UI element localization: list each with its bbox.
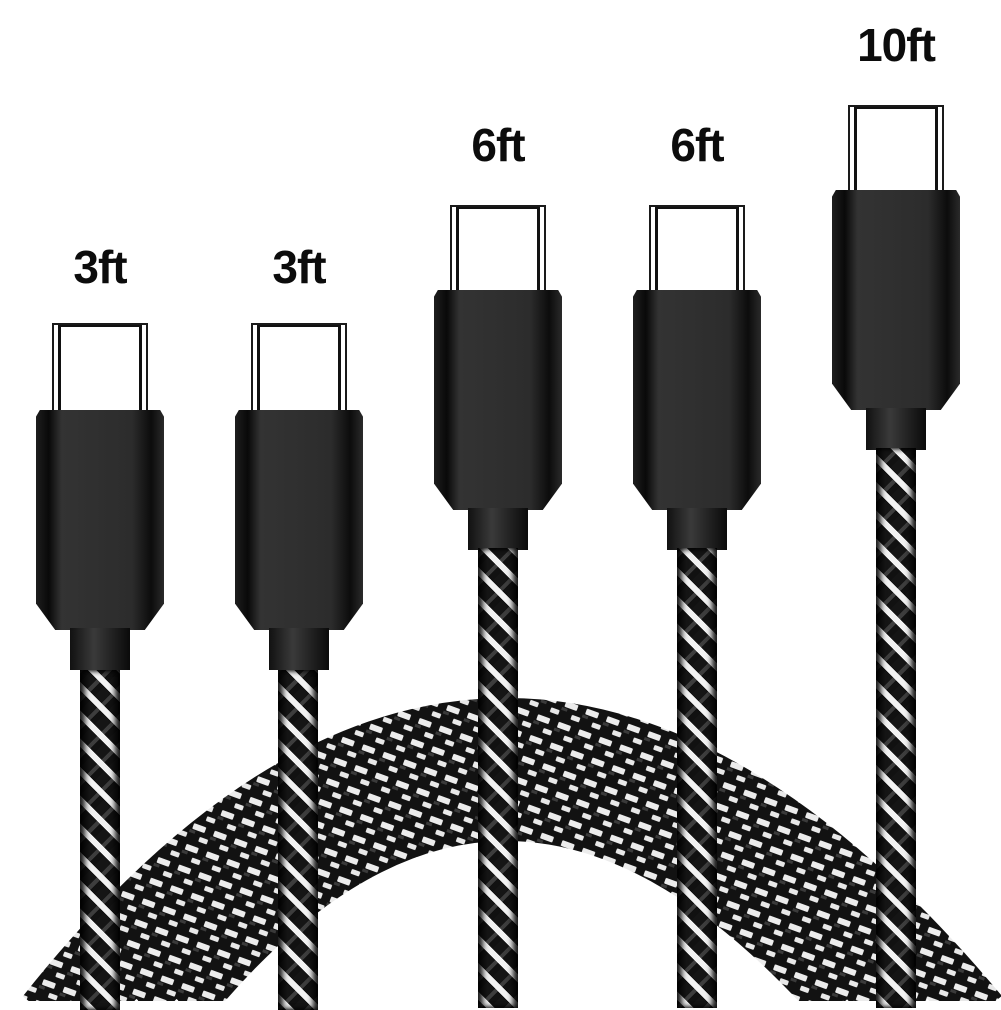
strain-relief bbox=[269, 628, 329, 670]
usb-c-tip bbox=[52, 323, 148, 411]
connector-housing bbox=[832, 190, 960, 410]
connector-housing bbox=[235, 410, 363, 630]
braided-cable bbox=[677, 548, 717, 1008]
usb-c-tip bbox=[450, 205, 546, 291]
length-label: 6ft bbox=[670, 119, 724, 171]
length-label: 10ft bbox=[857, 19, 936, 71]
usb-c-tip bbox=[848, 105, 944, 191]
strain-relief bbox=[468, 508, 528, 550]
length-label: 3ft bbox=[272, 241, 326, 293]
length-label: 3ft bbox=[73, 241, 127, 293]
strain-relief bbox=[70, 628, 130, 670]
connector-housing bbox=[36, 410, 164, 630]
length-label: 6ft bbox=[471, 119, 525, 171]
usb-c-tip bbox=[649, 205, 745, 291]
braided-cable bbox=[80, 670, 120, 1010]
strain-relief bbox=[866, 408, 926, 450]
strain-relief bbox=[667, 508, 727, 550]
connector-housing bbox=[633, 290, 761, 510]
connector-housing bbox=[434, 290, 562, 510]
braided-cable bbox=[478, 548, 518, 1008]
usb-c-tip bbox=[251, 323, 347, 411]
braided-cable bbox=[278, 670, 318, 1010]
braided-cable bbox=[876, 448, 916, 1008]
